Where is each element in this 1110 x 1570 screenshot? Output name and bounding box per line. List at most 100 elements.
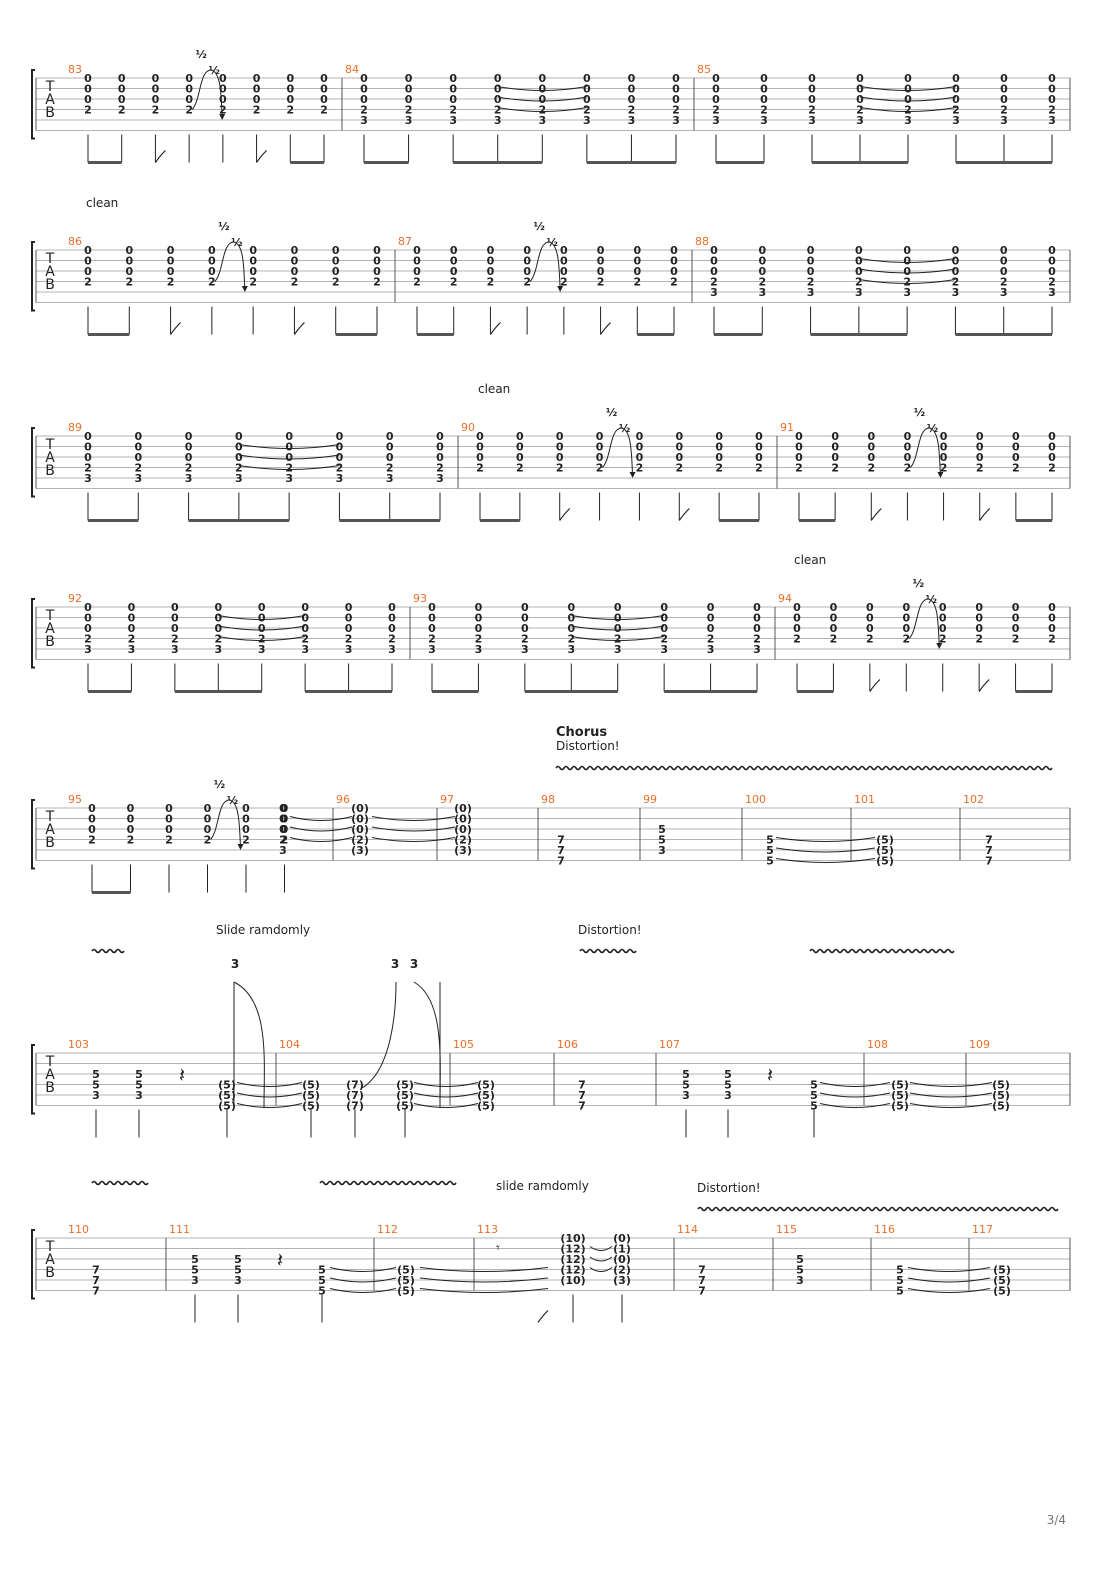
- tab-clef-letter: A: [45, 92, 55, 108]
- measure-number: 92: [68, 592, 82, 605]
- chord-fret: (5): [993, 1274, 1011, 1287]
- slide-tie: [413, 1082, 479, 1087]
- tab-clef-letter: A: [45, 822, 55, 838]
- chord-fret: 0: [219, 72, 227, 85]
- note-beam: [664, 690, 757, 693]
- chord-fret: 3: [134, 472, 142, 485]
- chord-fret: 0: [84, 601, 92, 614]
- vibrato-wave: [697, 1206, 1059, 1212]
- chord-fret: 2: [614, 633, 622, 646]
- tab-clef-letter: A: [45, 1252, 55, 1268]
- chord-fret: 0: [516, 451, 524, 464]
- chord-fret: 0: [952, 83, 960, 96]
- rest: 𝄽: [179, 1063, 185, 1087]
- chord-fret: 0: [940, 451, 948, 464]
- chord-fret: 3: [92, 1089, 100, 1102]
- chord-fret: 0: [449, 83, 457, 96]
- chord-fret: 7: [985, 844, 993, 857]
- chord-fret: 0: [808, 72, 816, 85]
- chord-fret: 0: [715, 451, 723, 464]
- chord-fret: 3: [658, 844, 666, 857]
- tab-clef-letter: T: [45, 251, 55, 267]
- measure-number: 102: [963, 793, 984, 806]
- chord-fret: 0: [285, 430, 293, 443]
- chord-fret: 0: [538, 72, 546, 85]
- chord-fret: 2: [628, 104, 636, 117]
- system-bracket: [31, 69, 35, 140]
- chord-fret: 0: [556, 430, 564, 443]
- chord-fret: 0: [320, 83, 328, 96]
- chord-fret: (5): [876, 855, 894, 868]
- note-beam: [637, 333, 674, 336]
- chord-fret: 3: [405, 114, 413, 127]
- chord-fret: 2: [185, 462, 193, 475]
- chord-fret: 2: [285, 462, 293, 475]
- chord-fret: (5): [477, 1089, 495, 1102]
- slide-tie: [819, 1092, 891, 1098]
- chord-fret: 0: [405, 83, 413, 96]
- chord-fret: 0: [320, 72, 328, 85]
- chord-fret: 0: [952, 255, 960, 268]
- half-bend-label-top: ½: [914, 406, 925, 419]
- chord-fret: 0: [793, 601, 801, 614]
- chord-fret: 2: [904, 104, 912, 117]
- chord-fret: 0: [249, 255, 257, 268]
- measure-number: 90: [461, 421, 475, 434]
- chord-fret: 2: [134, 462, 142, 475]
- chord-fret: 0: [596, 441, 604, 454]
- chord-fret: 0: [165, 802, 173, 815]
- chord-fret: 0: [1000, 255, 1008, 268]
- chord-fret: 0: [672, 72, 680, 85]
- note-beam: [480, 519, 520, 522]
- chord-fret: 0: [360, 93, 368, 106]
- chord-fret: 0: [614, 622, 622, 635]
- system-bracket: [31, 1044, 35, 1115]
- chord-fret: 2: [567, 633, 575, 646]
- slide-tie: [775, 837, 876, 842]
- vibrato-wave: [579, 948, 637, 954]
- chord-fret: (1): [613, 1243, 631, 1256]
- chord-fret: 3: [707, 643, 715, 656]
- half-bend-label-top: ½: [606, 406, 617, 419]
- chord-fret: 0: [1048, 451, 1056, 464]
- chord-fret: 0: [556, 441, 564, 454]
- chord-fret: 0: [830, 622, 838, 635]
- chord-fret: 0: [715, 430, 723, 443]
- chord-fret: 0: [538, 83, 546, 96]
- measure-number: 98: [541, 793, 555, 806]
- chord-fret: (5): [302, 1079, 320, 1092]
- chord-fret: 0: [1012, 612, 1020, 625]
- chord-fret: 0: [494, 93, 502, 106]
- chord-fret: 2: [125, 276, 133, 289]
- chord-fret: 2: [1012, 633, 1020, 646]
- chord-fret: 2: [1012, 462, 1020, 475]
- chord-fret: 3: [904, 114, 912, 127]
- chord-fret: 3: [475, 643, 483, 656]
- chord-fret: 2: [795, 462, 803, 475]
- chord-fret: 0: [670, 265, 678, 278]
- note-flag: [870, 508, 882, 521]
- chord-fret: 0: [171, 622, 179, 635]
- chord-fret: 7: [578, 1079, 586, 1092]
- note-beam: [1015, 519, 1052, 522]
- chord-fret: 0: [345, 601, 353, 614]
- chord-fret: 2: [84, 104, 92, 117]
- chord-fret: 0: [386, 451, 394, 464]
- chord-fret: (12): [560, 1253, 585, 1266]
- chord-fret: 0: [867, 430, 875, 443]
- chord-fret: 0: [516, 430, 524, 443]
- chord-fret: 0: [1048, 430, 1056, 443]
- slide-tie: [238, 444, 340, 449]
- chord-fret: 3: [128, 643, 136, 656]
- chord-fret: 0: [855, 265, 863, 278]
- chord-fret: 2: [336, 462, 344, 475]
- measure-number: 83: [68, 63, 82, 76]
- chord-fret: 0: [715, 441, 723, 454]
- chord-fret: 0: [185, 441, 193, 454]
- chord-fret: 0: [902, 622, 910, 635]
- chord-fret: 2: [165, 834, 173, 847]
- note-flag: [559, 508, 571, 521]
- half-bend-label-top: ½: [913, 577, 924, 590]
- chord-fret: 3: [1000, 114, 1008, 127]
- chord-fret: 0: [386, 430, 394, 443]
